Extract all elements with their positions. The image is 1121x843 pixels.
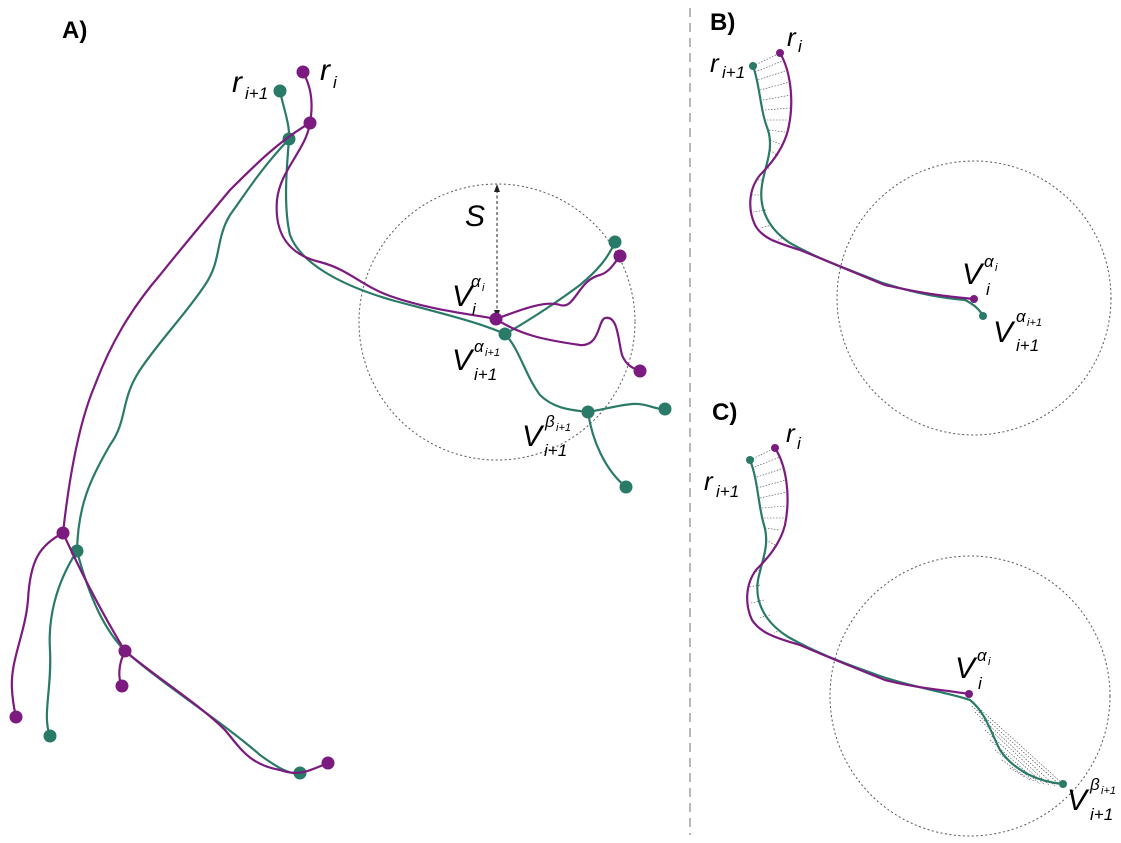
svg-text:i: i: [986, 280, 991, 299]
search-radius-arrow: [494, 184, 500, 318]
label-r-i-c: r i: [786, 418, 802, 453]
svg-text:β: β: [544, 412, 555, 431]
node-c-purple-v-alpha: [965, 690, 973, 698]
node-purple-leaf-3: [9, 710, 23, 724]
svg-text:i+1: i+1: [245, 84, 268, 103]
svg-text:α: α: [471, 272, 482, 291]
label-v-beta-c: V β i+1 i+1: [1067, 775, 1116, 824]
svg-text:i: i: [798, 37, 803, 56]
label-r-i-plus-1-c: r i+1: [704, 466, 739, 501]
node-purple-branch-top: [303, 116, 317, 130]
svg-text:i+1: i+1: [474, 365, 497, 384]
label-r-i-plus-1-a: r i+1: [232, 66, 268, 103]
svg-text:i: i: [797, 434, 802, 453]
node-teal-leaf-1: [608, 235, 622, 249]
node-b-teal-v-alpha: [979, 312, 987, 320]
node-purple-root: [296, 65, 310, 79]
label-r-i-b: r i: [787, 22, 803, 56]
label-v-alpha-i-b: V α i i: [962, 252, 998, 299]
node-purple-v-alpha: [489, 312, 503, 326]
svg-text:V: V: [993, 316, 1016, 349]
node-teal-v-beta: [581, 405, 595, 419]
node-teal-root: [273, 84, 287, 98]
node-teal-leaf-3: [619, 480, 633, 494]
panel-b-label: B): [710, 9, 735, 36]
svg-text:V: V: [962, 258, 985, 291]
svg-text:i+1: i+1: [556, 422, 571, 434]
svg-text:r: r: [232, 66, 243, 99]
svg-text:r: r: [787, 22, 797, 52]
node-c-teal-root: [746, 456, 754, 464]
svg-text:α: α: [1016, 307, 1027, 326]
node-teal-leaf-4: [43, 729, 57, 743]
node-b-purple-v-alpha: [970, 295, 978, 303]
svg-text:i: i: [333, 73, 338, 92]
svg-text:i: i: [482, 282, 485, 294]
node-purple-leaf-1: [613, 249, 627, 263]
node-b-teal-root: [749, 62, 757, 70]
svg-text:r: r: [704, 466, 714, 496]
search-radius-label: S: [465, 200, 485, 233]
label-r-i-a: r i: [320, 54, 338, 92]
svg-text:i: i: [472, 300, 477, 319]
label-v-alpha-i-plus-1-b: V α i+1 i+1: [993, 307, 1042, 355]
svg-text:i+1: i+1: [1101, 785, 1116, 797]
svg-text:V: V: [1067, 784, 1090, 817]
svg-text:i+1: i+1: [544, 441, 567, 460]
panel-c-label: C): [712, 399, 737, 426]
svg-text:i+1: i+1: [1016, 336, 1039, 355]
label-v-alpha-i-plus-1-a: V α i+1 i+1: [452, 337, 500, 384]
svg-text:V: V: [452, 344, 475, 377]
svg-text:i+1: i+1: [716, 482, 739, 501]
svg-text:β: β: [1089, 775, 1100, 794]
panel-a: A) S: [9, 17, 672, 780]
node-purple-leaf-5: [321, 756, 335, 770]
node-purple-leaf-4: [115, 679, 129, 693]
node-purple-branch-left: [56, 526, 70, 540]
node-c-purple-root: [771, 444, 779, 452]
node-purple-leaf-2: [633, 364, 647, 378]
node-teal-branch-top: [282, 132, 296, 146]
svg-text:r: r: [320, 54, 331, 87]
node-purple-branch-mid: [118, 644, 132, 658]
svg-text:i+1: i+1: [722, 63, 745, 82]
svg-text:α: α: [984, 252, 995, 271]
tree-r-i: [9, 65, 647, 774]
search-radius-circle-c: [829, 555, 1111, 837]
panel-b: B) r i: [710, 9, 1112, 436]
tree-r-i-plus-1: [43, 84, 672, 780]
svg-text:V: V: [452, 280, 475, 313]
label-v-beta-a: V β i+1 i+1: [522, 412, 571, 460]
svg-text:α: α: [474, 337, 485, 356]
svg-text:i: i: [988, 656, 991, 668]
svg-text:i: i: [995, 262, 998, 274]
svg-text:i+1: i+1: [1027, 317, 1042, 329]
panel-a-label: A): [62, 17, 87, 44]
label-v-alpha-i-a: V α i i: [452, 272, 485, 319]
search-radius-circle: [358, 183, 636, 461]
panel-c: C): [704, 399, 1116, 837]
svg-text:V: V: [522, 420, 545, 453]
node-b-purple-root: [776, 49, 784, 57]
svg-text:V: V: [955, 652, 978, 685]
node-teal-v-alpha: [498, 327, 512, 341]
node-c-teal-v-beta: [1059, 780, 1067, 788]
label-v-alpha-i-c: V α i i: [955, 646, 991, 693]
label-r-i-plus-1-b: r i+1: [710, 48, 745, 82]
svg-text:r: r: [786, 418, 796, 448]
distance-hatching-c: [748, 447, 1064, 787]
svg-text:i+1: i+1: [485, 347, 500, 359]
node-teal-leaf-2: [658, 402, 672, 416]
svg-text:α: α: [977, 646, 988, 665]
svg-text:i: i: [978, 674, 983, 693]
svg-text:r: r: [710, 48, 720, 78]
svg-text:i+1: i+1: [1090, 805, 1113, 824]
search-radius-circle-b: [836, 160, 1112, 436]
